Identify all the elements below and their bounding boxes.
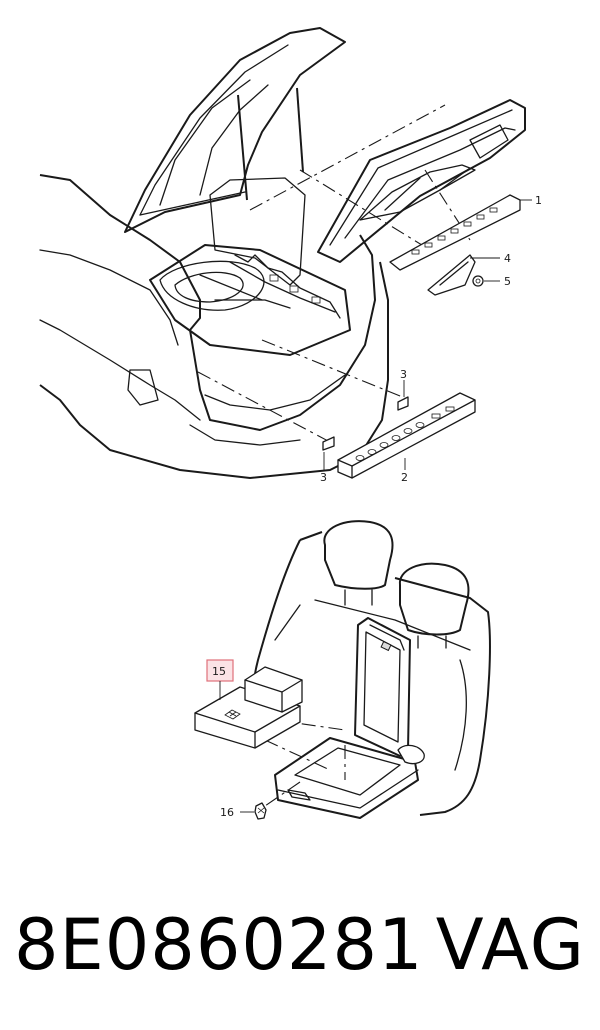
part-4-bracket [427,254,476,296]
car-trunk-illustration [39,27,471,479]
brand-label: VAG [435,904,586,986]
callout-15: 15 [212,665,226,678]
callout-3-upper: 3 [400,368,407,381]
callout-16: 16 [220,806,234,819]
callout-5: 5 [504,275,511,288]
callout-1: 1 [535,194,542,207]
footer: 8E0860281 VAG [0,895,600,1005]
part-3-clip-lower [322,436,335,451]
callout-3-lower: 3 [320,471,327,484]
part-strip-upper [389,194,521,271]
part-number: 8E0860281 [14,904,424,986]
leader-lines-top [323,199,532,470]
part-3-clip-upper [397,396,409,411]
part-1-trim-panel [317,99,526,263]
part-15-insert-box [194,666,303,749]
part-2-strip-lower [337,392,476,479]
callout-4: 4 [504,252,511,265]
seat-armrest-illustration [252,520,491,819]
callout-2: 2 [401,471,408,484]
leader-lines-bottom [219,681,254,813]
part-16-screw [254,802,267,820]
part-5-nut [472,275,484,287]
